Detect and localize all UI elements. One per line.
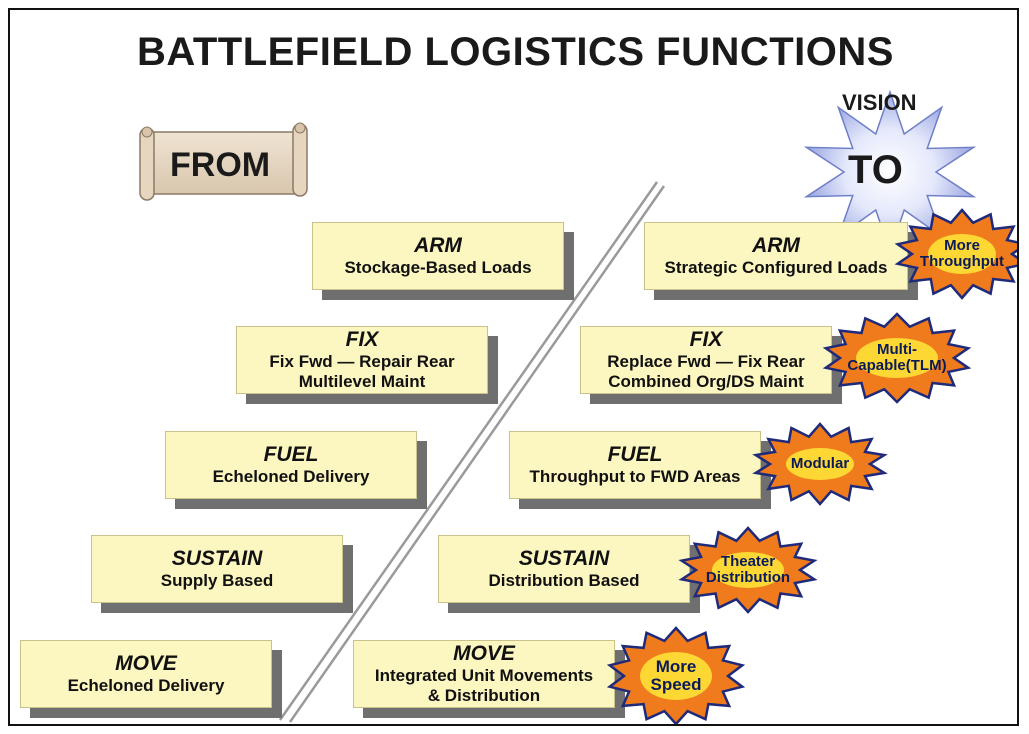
to-box-heading: ARM [752,233,800,257]
to-box-heading: MOVE [453,641,515,665]
from-box-fix: FIX Fix Fwd — Repair Rear Multilevel Mai… [236,326,488,394]
burst-core-glow [928,234,996,274]
from-box-arm: ARM Stockage-Based Loads [312,222,564,290]
to-box-move: MOVE Integrated Unit Movements & Distrib… [353,640,615,708]
from-box-text: Echeloned Delivery [212,467,370,487]
to-box-text: Combined Org/DS Maint [608,372,804,392]
to-box-text: Strategic Configured Loads [664,258,888,278]
burst-shape [752,422,888,506]
vision-label: VISION [842,90,917,115]
slide-title: BATTLEFIELD LOGISTICS FUNCTIONS [137,30,894,74]
from-box-sustain: SUSTAIN Supply Based [91,535,343,603]
burst-more-speed: More Speed [606,626,746,724]
burst-more-throughput: More Throughput [894,208,1017,300]
to-box-arm: ARM Strategic Configured Loads [644,222,908,290]
from-box-text: Supply Based [160,571,274,591]
to-box-fix: FIX Replace Fwd — Fix Rear Combined Org/… [580,326,832,394]
to-box-text: Integrated Unit Movements [374,666,594,686]
to-box-heading: SUSTAIN [518,546,610,570]
burst-text: Multi- [877,340,917,358]
burst-shape [894,208,1017,300]
burst-core-glow [712,552,784,588]
from-scroll-banner [139,122,308,201]
from-box-move: MOVE Echeloned Delivery [20,640,272,708]
burst-shape [678,526,818,614]
slide-frame: BATTLEFIELD LOGISTICS FUNCTIONS [8,8,1019,726]
from-box-text: Multilevel Maint [298,372,426,392]
burst-modular: Modular [752,422,888,506]
burst-core-glow [856,338,938,378]
to-box-text: Replace Fwd — Fix Rear [607,352,805,372]
from-box-text: Fix Fwd — Repair Rear [269,352,455,372]
from-label: FROM [170,146,271,184]
diagram-graphics [139,89,977,723]
burst-core-glow [786,448,854,480]
from-box-text: Echeloned Delivery [67,676,225,696]
from-box-fuel: FUEL Echeloned Delivery [165,431,417,499]
to-box-text: Distribution Based [488,571,640,591]
burst-shape [822,312,972,404]
to-box-fuel: FUEL Throughput to FWD Areas [509,431,761,499]
from-box-heading: ARM [414,233,462,257]
burst-core-glow [640,652,712,700]
burst-shape [606,626,746,724]
to-box-text: & Distribution [427,686,541,706]
burst-text: More [944,236,980,254]
burst-text: Theater [720,552,776,570]
burst-text: Modular [790,454,850,472]
burst-theater-distribution: Theater Distribution [678,526,818,614]
divider-line-right [288,185,666,723]
burst-text: Distribution [705,569,791,586]
from-box-heading: FUEL [263,442,319,466]
to-box-sustain: SUSTAIN Distribution Based [438,535,690,603]
from-box-text: Stockage-Based Loads [344,258,532,278]
to-box-heading: FIX [689,327,723,351]
burst-text: Capable(TLM) [847,357,947,374]
burst-text: Throughput [919,253,1005,270]
from-box-heading: MOVE [115,651,177,675]
to-box-text: Throughput to FWD Areas [529,467,741,487]
to-label: TO [848,148,903,192]
burst-multi-capable: Multi- Capable(TLM) [822,312,972,404]
divider-line-left [278,181,659,721]
burst-text: More [655,656,697,676]
to-box-heading: FUEL [607,442,663,466]
burst-text: Speed [650,675,702,694]
from-box-heading: FIX [345,327,379,351]
from-box-heading: SUSTAIN [171,546,263,570]
